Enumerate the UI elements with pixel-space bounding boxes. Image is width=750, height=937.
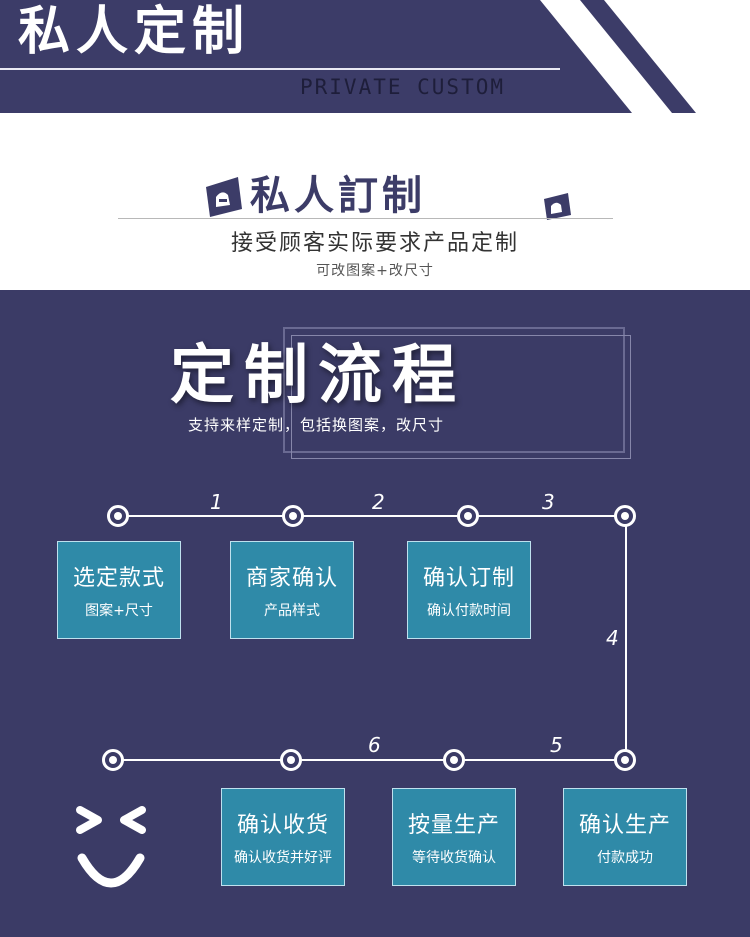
process-subtitle: 支持来样定制，包括换图案，改尺寸 bbox=[188, 416, 445, 434]
flow-node bbox=[443, 749, 465, 771]
flow-node bbox=[614, 505, 636, 527]
card-title: 按量生产 bbox=[407, 813, 500, 838]
step-number: 3 bbox=[542, 490, 555, 514]
step-card-mass-production: 按量生产 等待收货确认 bbox=[392, 788, 516, 886]
diagonal-stripes bbox=[540, 0, 750, 113]
flow-line-bottom bbox=[113, 759, 626, 761]
card-subtitle: 付款成功 bbox=[597, 850, 653, 866]
card-title: 商家确认 bbox=[245, 566, 338, 591]
banner-line-2: 可改图案+改尺寸 bbox=[316, 263, 434, 279]
calligraphy-title: 私人訂制 bbox=[250, 172, 426, 219]
card-title: 确认订制 bbox=[422, 566, 515, 591]
step-card-confirm-receipt: 确认收货 确认收货并好评 bbox=[221, 788, 345, 886]
flow-node bbox=[457, 505, 479, 527]
header-banner: 私人定制 PRIVATE CUSTOM bbox=[0, 0, 750, 113]
step-card-merchant-confirm: 商家确认 产品样式 bbox=[230, 541, 354, 639]
intro-section: 私人訂制 接受顾客实际要求产品定制 可改图案+改尺寸 bbox=[0, 113, 750, 290]
card-title: 确认收货 bbox=[236, 813, 329, 838]
header-title: 私人定制 bbox=[18, 2, 251, 62]
step-card-confirm-order: 确认订制 确认付款时间 bbox=[407, 541, 531, 639]
card-title: 选定款式 bbox=[72, 566, 165, 591]
step-number: 4 bbox=[606, 626, 619, 650]
card-subtitle: 图案+尺寸 bbox=[85, 603, 153, 619]
step-card-confirm-production: 确认生产 付款成功 bbox=[563, 788, 687, 886]
card-subtitle: 确认收货并好评 bbox=[234, 850, 332, 866]
smiley-face-icon bbox=[76, 806, 146, 888]
step-number: 5 bbox=[550, 733, 563, 757]
card-subtitle: 确认付款时间 bbox=[427, 603, 511, 619]
header-subtitle: PRIVATE CUSTOM bbox=[300, 75, 506, 99]
flow-node bbox=[282, 505, 304, 527]
castle-tag-icon bbox=[206, 177, 242, 217]
card-subtitle: 等待收货确认 bbox=[412, 850, 496, 866]
title-frame-inner bbox=[291, 335, 631, 459]
banner-divider bbox=[118, 218, 613, 219]
step-number: 6 bbox=[368, 733, 381, 757]
flow-node bbox=[107, 505, 129, 527]
flow-line-right bbox=[625, 515, 627, 760]
flow-node bbox=[280, 749, 302, 771]
process-title: 定制流程 bbox=[170, 339, 466, 413]
step-number: 1 bbox=[210, 490, 223, 514]
castle-tag-icon bbox=[544, 193, 571, 220]
step-card-select-style: 选定款式 图案+尺寸 bbox=[57, 541, 181, 639]
step-number: 2 bbox=[372, 490, 385, 514]
flow-node bbox=[102, 749, 124, 771]
title-frame bbox=[283, 327, 625, 453]
card-subtitle: 产品样式 bbox=[264, 603, 320, 619]
flow-node bbox=[614, 749, 636, 771]
card-title: 确认生产 bbox=[578, 813, 671, 838]
header-divider bbox=[0, 68, 560, 70]
flow-line-top bbox=[118, 515, 626, 517]
banner-line-1: 接受顾客实际要求产品定制 bbox=[230, 231, 519, 256]
